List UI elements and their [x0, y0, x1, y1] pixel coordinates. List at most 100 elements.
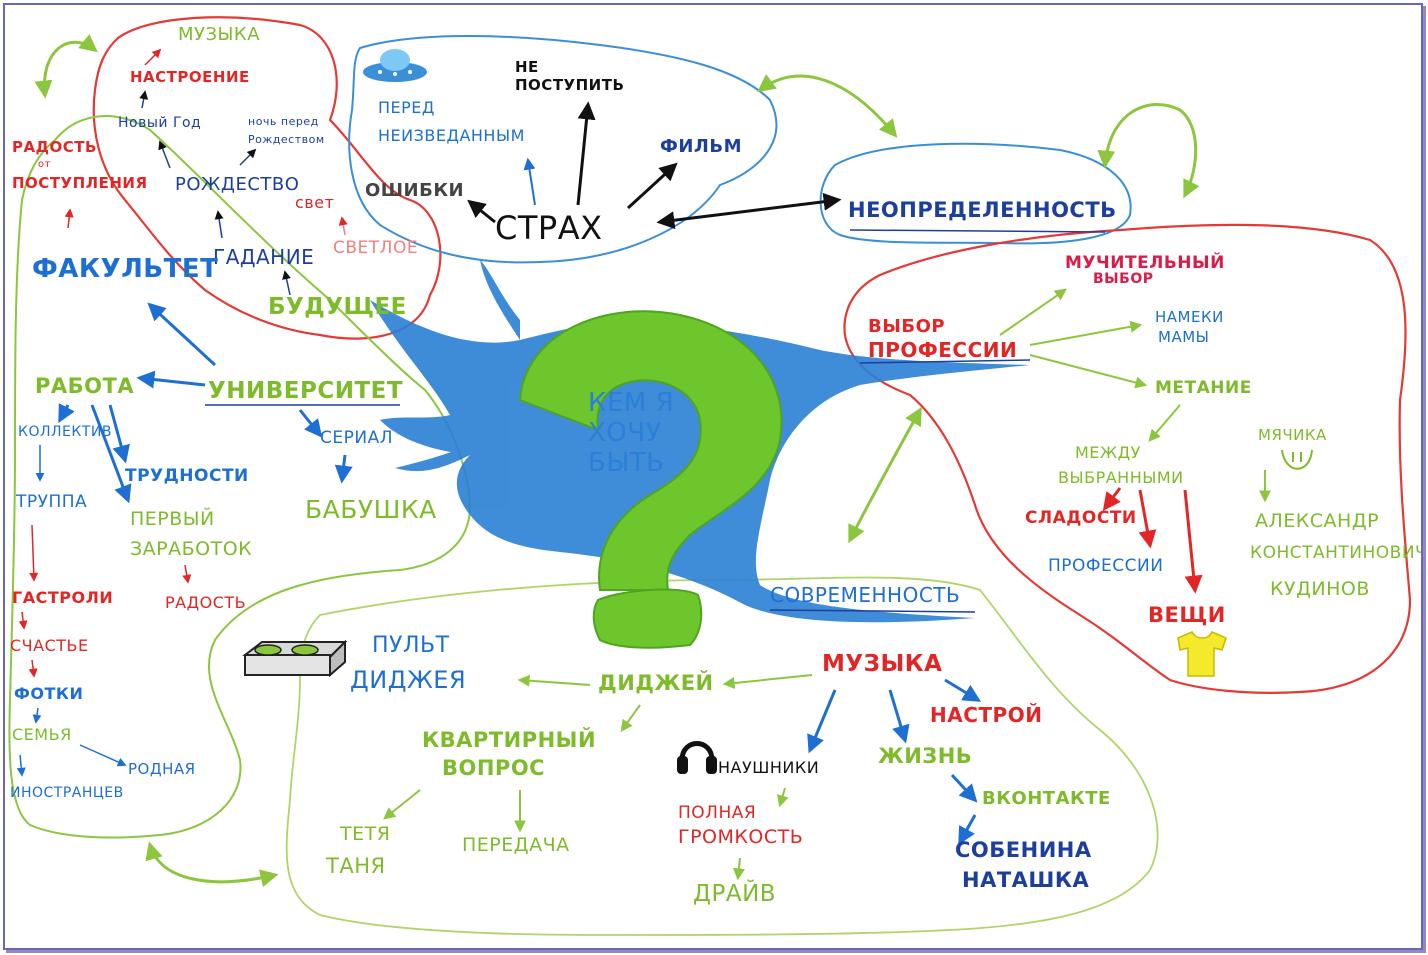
- arrow-vk-friend: [958, 814, 977, 846]
- arrow-series-grandma: [334, 454, 353, 484]
- label-mistakes: ОШИБКИ: [365, 180, 465, 201]
- label-tossing: МЕТАНИЕ: [1155, 378, 1252, 398]
- arrow-fortune-xmas: [214, 210, 224, 239]
- label-things: ВЕЩИ: [1148, 603, 1226, 627]
- arrow-photos-family: [32, 707, 42, 724]
- label-university: УНИВЕРСИТЕТ: [208, 378, 404, 404]
- shirt-icon: [1177, 631, 1227, 677]
- label-full-1: ПОЛНАЯ: [678, 803, 757, 823]
- label-modernity: СОВРЕМЕННОСТЬ: [770, 583, 961, 607]
- arrow-work-team: [58, 403, 75, 424]
- label-friend-1: СОБЕНИНА: [955, 838, 1092, 862]
- label-fortune: ГАДАНИЕ: [213, 245, 315, 269]
- label-headphones: НАУШНИКИ: [718, 758, 820, 777]
- label-name-2: КОНСТАНТИНОВИЧ: [1250, 543, 1428, 563]
- label-apartment-2: ВОПРОС: [442, 756, 546, 780]
- label-native: РОДНАЯ: [128, 760, 196, 778]
- arrow-happiness-photos: [28, 659, 38, 678]
- arrow-music-attitude: [944, 678, 982, 702]
- label-hints-1: НАМЕКИ: [1155, 308, 1224, 326]
- label-future: БУДУЩЕЕ: [268, 294, 407, 320]
- arrow-choice-painful: [999, 288, 1067, 336]
- arrow-univ-series: [298, 409, 323, 438]
- label-name-1: АЛЕКСАНДР: [1255, 510, 1380, 532]
- arrow-faculty-joy: [64, 208, 74, 229]
- arrow-work-difficulties: [108, 404, 130, 464]
- arrow-future-fortune: [282, 270, 291, 296]
- label-apartment-1: КВАРТИРНЫЙ: [422, 728, 597, 752]
- label-choice-2: ПРОФЕССИИ: [868, 338, 1018, 362]
- label-attitude: НАСТРОЙ: [930, 703, 1043, 727]
- choice-underline: [859, 359, 1031, 364]
- arrow-fear-uncertainty: [656, 192, 842, 230]
- arrow-dj-console: [517, 674, 591, 687]
- arrow-choice-hints: [1029, 320, 1143, 346]
- label-aunt-2: ТАНЯ: [326, 854, 386, 878]
- label-choice-1: ВЫБОР: [868, 316, 946, 337]
- modernity-underline: [769, 609, 976, 613]
- link-right-top: [1097, 103, 1200, 199]
- label-professions: ПРОФЕССИИ: [1048, 556, 1164, 576]
- center-line-3: БЫТЬ: [588, 448, 665, 478]
- label-friend-2: НАТАШКА: [962, 868, 1090, 892]
- arrow-tossing-between: [1148, 404, 1181, 442]
- uncertainty-underline: [849, 229, 1106, 233]
- label-photos: ФОТКИ: [14, 684, 84, 703]
- arrow-family-foreigners: [16, 754, 26, 777]
- arrow-family-native: [79, 744, 127, 767]
- label-happiness: СЧАСТЬЕ: [10, 636, 89, 655]
- label-joy-3: ПОСТУПЛЕНИЯ: [12, 174, 148, 192]
- link-top-uncertainty: [757, 74, 898, 138]
- label-uncertainty: НЕОПРЕДЕЛЕННОСТЬ: [848, 198, 1117, 222]
- arrow-bright-light: [338, 216, 348, 236]
- label-dj: ДИДЖЕЙ: [598, 671, 714, 695]
- label-life: ЖИЗНЬ: [878, 744, 973, 768]
- arrow-dj-apartment: [620, 704, 641, 732]
- label-joy-1: РАДОСТЬ: [12, 138, 97, 156]
- arrow-choice-tossing: [1029, 354, 1148, 389]
- smile-icon: [1281, 449, 1313, 470]
- label-fear: СТРАХ: [495, 209, 603, 247]
- label-foreigners: ИНОСТРАНЦЕВ: [10, 785, 124, 801]
- label-between-2: ВЫБРАННЫМИ: [1058, 468, 1184, 487]
- arrow-between-things: [1183, 489, 1203, 594]
- label-joy-2: от: [38, 159, 51, 170]
- arrow-fear-before: [523, 157, 536, 206]
- label-troupe: ТРУППА: [16, 492, 88, 512]
- link-bottom-left: [145, 841, 279, 888]
- arrow-tours-happiness: [18, 611, 28, 630]
- label-tours: ГАСТРОЛИ: [12, 588, 114, 607]
- profession-cloud-outline: [843, 223, 1412, 694]
- label-ball: МЯЧИКА: [1258, 426, 1327, 444]
- label-show: ПЕРЕДАЧА: [462, 834, 570, 856]
- label-before-1: ПЕРЕД: [378, 98, 435, 117]
- arrow-xmas-eve: [239, 148, 257, 166]
- arrow-univ-work: [136, 370, 206, 389]
- label-faculty: ФАКУЛЬТЕТ: [32, 254, 219, 284]
- arrow-music-dj: [722, 674, 813, 689]
- label-christmas: РОЖДЕСТВО: [175, 174, 300, 195]
- label-mood: НАСТРОЕНИЕ: [130, 68, 250, 86]
- label-between-1: МЕЖДУ: [1075, 443, 1141, 462]
- label-team: КОЛЛЕКТИВ: [18, 424, 112, 440]
- link-top-left: [34, 33, 98, 99]
- question-mark: [518, 310, 783, 649]
- arrow-headphones-full: [776, 787, 789, 808]
- label-music: МУЗЫКА: [822, 651, 943, 677]
- label-not-enter-1: НЕ: [515, 58, 539, 76]
- label-light: свет: [295, 193, 335, 212]
- label-aunt-1: ТЕТЯ: [340, 823, 391, 845]
- label-xmas-eve-2: Рождеством: [248, 133, 325, 146]
- arrow-fear-not-enter: [576, 101, 596, 206]
- label-first-1: ПЕРВЫЙ: [130, 508, 215, 530]
- arrow-first-joy: [182, 564, 192, 584]
- label-difficulties: ТРУДНОСТИ: [125, 466, 249, 486]
- label-console-1: ПУЛЬТ: [372, 633, 450, 658]
- label-bright: СВЕТЛОЕ: [333, 238, 419, 258]
- label-work: РАБОТА: [35, 374, 135, 398]
- headphones-icon: [677, 741, 717, 774]
- arrow-music-life: [888, 689, 910, 744]
- arrow-full-drive: [732, 857, 745, 881]
